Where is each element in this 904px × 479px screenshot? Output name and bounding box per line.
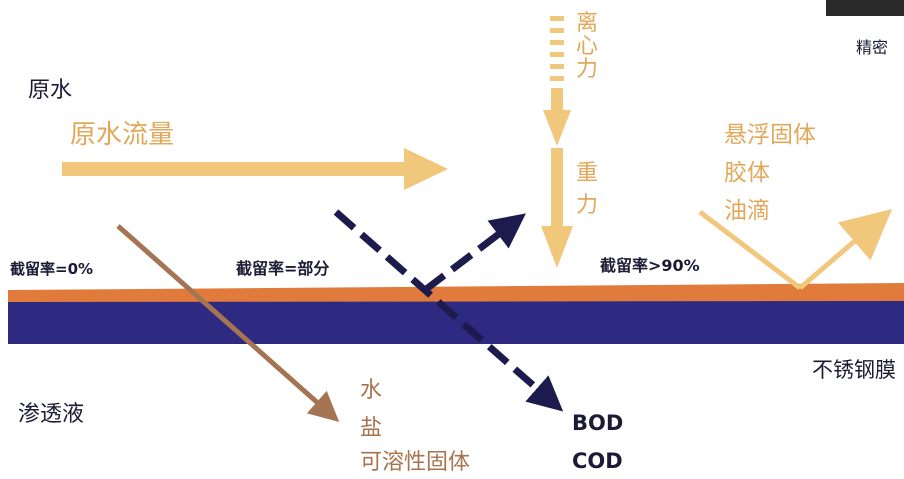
photo-corner [826,0,904,16]
membrane-body [8,300,904,344]
gravity-char-1: 重 [576,161,599,186]
centrifugal-force-arrow [543,16,571,146]
raw-water-flow-arrow [62,148,448,190]
centrifugal-force-char-3: 力 [576,57,599,83]
gravity-label: 重 力 [576,158,598,222]
water-label: 水 [360,378,383,403]
partial-reflect-arrow [422,213,526,293]
retention-90-label: 截留率>90% [600,256,700,275]
membrane-top-layer [8,283,904,302]
cod-label: COD [572,449,623,473]
centrifugal-force-label: 离 心 力 [576,12,598,81]
soluble-solids-label: 可溶性固体 [360,450,471,475]
retention-partial-label: 截留率=部分 [236,259,330,278]
colloids-label: 胶体 [724,160,770,186]
permeate-label: 渗透液 [18,402,85,427]
retention-0-label: 截留率=0% [10,260,94,278]
partial-pass-arrow [333,209,564,412]
raw-water-flow-label: 原水流量 [70,120,175,150]
rejection-reflect-arrow [698,208,893,290]
precision-label: 精密 [856,38,889,57]
suspended-solids-label: 悬浮固体 [724,122,816,148]
centrifugal-force-char-2: 心 [576,34,599,60]
permeate-pass-arrow [116,224,340,422]
gravity-arrow [541,148,573,268]
salt-label: 盐 [360,416,383,441]
oil-droplets-label: 油滴 [724,198,770,224]
centrifugal-force-char-1: 离 [576,11,599,36]
gravity-char-2: 力 [576,192,599,218]
bod-label: BOD [572,411,624,435]
raw-water-label: 原水 [28,78,73,103]
stainless-membrane-label: 不锈钢膜 [812,358,896,382]
